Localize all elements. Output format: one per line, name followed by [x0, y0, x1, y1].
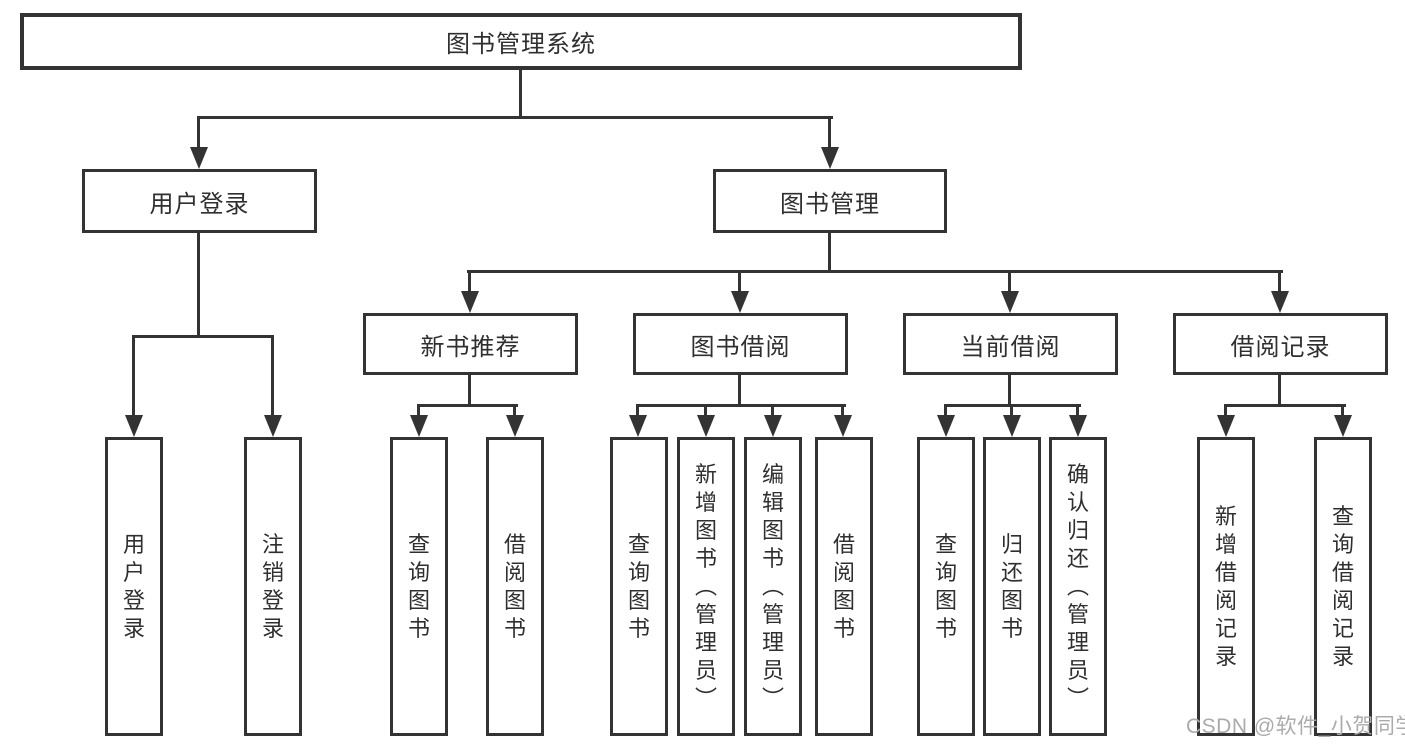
connector-line [636, 404, 846, 407]
arrow-down-icon [1217, 415, 1235, 437]
leaf-borrow-add-books-admin: 新增图书︵管理员︶ [677, 437, 735, 736]
arrow-down-icon [731, 291, 749, 313]
arrow-down-icon [1003, 415, 1021, 437]
connector-line [1278, 270, 1281, 292]
connector-line [1008, 270, 1011, 292]
connector-line [417, 404, 518, 407]
node-label: 图书借阅 [690, 333, 791, 361]
connector-line [1076, 404, 1079, 417]
node-label: 编辑图书︵管理员︶ [761, 461, 784, 711]
connector-line [197, 116, 200, 148]
node-label: 注销登录 [261, 531, 284, 641]
connector-line [841, 404, 844, 417]
node-label: 查询图书 [627, 531, 650, 641]
connector-line [828, 116, 831, 148]
connector-line [1010, 404, 1013, 417]
connector-line [771, 404, 774, 417]
connector-line [468, 270, 471, 292]
node-label: 新增借阅记录 [1214, 503, 1237, 669]
arrow-down-icon [461, 291, 479, 313]
node-label: 新增图书︵管理员︶ [694, 461, 717, 711]
leaf-borrow-edit-books-admin: 编辑图书︵管理员︶ [744, 437, 802, 736]
leaf-records-add-borrow-record: 新增借阅记录 [1197, 437, 1255, 736]
node-label: 查询图书 [407, 531, 430, 641]
connector-line [1008, 375, 1011, 406]
node-label: 借阅图书 [832, 531, 855, 641]
leaf-user-login: 用户登录 [105, 437, 163, 736]
connector-line [1224, 404, 1227, 417]
leaf-logout: 注销登录 [244, 437, 302, 736]
node-label: 借阅图书 [503, 531, 526, 641]
connector-line [197, 233, 200, 337]
arrow-down-icon [410, 415, 428, 437]
node-label: 查询图书 [934, 531, 957, 641]
arrow-down-icon [125, 415, 143, 437]
node-label: 用户登录 [122, 531, 145, 641]
leaf-records-query-borrow-record: 查询借阅记录 [1314, 437, 1372, 736]
arrow-down-icon [1334, 415, 1352, 437]
node-label: 图书管理 [780, 190, 880, 218]
node-label: 图书管理系统 [446, 31, 596, 58]
arrow-down-icon [506, 415, 524, 437]
node-borrowing-records: 借阅记录 [1173, 313, 1388, 375]
arrow-down-icon [821, 147, 839, 169]
arrow-down-icon [1271, 291, 1289, 313]
connector-line [636, 404, 639, 417]
arrow-down-icon [629, 415, 647, 437]
csdn-watermark: CSDN @软件_小贺同学 [1186, 715, 1405, 738]
connector-line [704, 404, 707, 417]
arrow-down-icon [834, 415, 852, 437]
node-label: 确认归还︵管理员︶ [1066, 461, 1089, 711]
node-user-login: 用户登录 [82, 169, 317, 233]
arrow-down-icon [190, 147, 208, 169]
connector-line [513, 404, 516, 417]
connector-line [1224, 404, 1346, 407]
arrow-down-icon [697, 415, 715, 437]
node-current-borrowing: 当前借阅 [903, 313, 1118, 375]
arrow-down-icon [937, 415, 955, 437]
leaf-current-query-books: 查询图书 [917, 437, 975, 736]
node-label: 新书推荐 [420, 333, 521, 361]
connector-line [1341, 404, 1344, 417]
arrow-down-icon [1001, 291, 1019, 313]
leaf-current-confirm-return-admin: 确认归还︵管理员︶ [1049, 437, 1107, 736]
node-library-management-system: 图书管理系统 [20, 13, 1022, 70]
arrow-down-icon [1069, 415, 1087, 437]
connector-line [468, 375, 471, 406]
node-label: 当前借阅 [960, 333, 1061, 361]
connector-line [944, 404, 947, 417]
connector-line [738, 270, 741, 292]
node-label: 借阅记录 [1230, 333, 1331, 361]
node-new-book-recommendation: 新书推荐 [363, 313, 578, 375]
connector-line [1278, 375, 1281, 406]
leaf-recommend-query-books: 查询图书 [390, 437, 448, 736]
leaf-recommend-borrow-books: 借阅图书 [486, 437, 544, 736]
arrow-down-icon [764, 415, 782, 437]
node-label: 归还图书 [1000, 531, 1023, 641]
connector-line [132, 335, 274, 338]
leaf-borrow-borrow-books: 借阅图书 [815, 437, 873, 736]
connector-line [519, 69, 522, 117]
connector-line [738, 375, 741, 406]
leaf-borrow-query-books: 查询图书 [610, 437, 668, 736]
node-label: 用户登录 [149, 190, 250, 218]
connector-line [467, 270, 1283, 273]
connector-line [197, 116, 833, 119]
node-book-management: 图书管理 [713, 169, 947, 233]
arrow-down-icon [264, 415, 282, 437]
node-book-borrowing: 图书借阅 [633, 313, 848, 375]
node-label: 查询借阅记录 [1331, 503, 1354, 669]
connector-line [417, 404, 420, 417]
connector-line [271, 335, 274, 417]
leaf-current-return-books: 归还图书 [983, 437, 1041, 736]
connector-line [132, 335, 135, 417]
connector-line [828, 233, 831, 272]
